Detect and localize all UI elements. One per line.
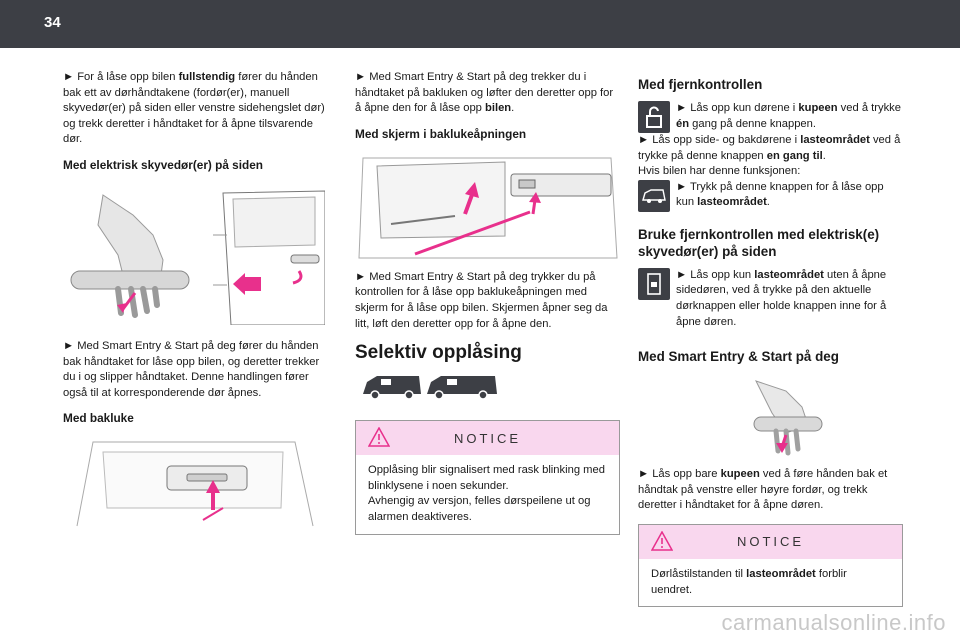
remote-text-3: Hvis bilen har denne funksjonen: [638, 165, 801, 178]
bullet-arrow: ► [676, 268, 688, 281]
notice-header: NOTICE [639, 524, 902, 559]
bold-text: bilen [485, 102, 512, 115]
heading-remote-sliding: Bruke fjernkontrollen med elektrisk(e) s… [638, 226, 880, 259]
heading-remote: Med fjernkontrollen [638, 77, 763, 92]
sliding-text: ► Lås opp kun lasteområdet uten å åpne s… [676, 268, 903, 330]
text: fører du hånden bak ett av dørhåndtakene… [63, 71, 325, 146]
remote-row-1: ► Lås opp kun dørene i kupeen ved å tryk… [638, 101, 903, 133]
text: uten å åpne sidedøren, ved å trykke på d… [676, 268, 887, 328]
text: Lås opp kun dørene i [690, 102, 799, 114]
text: Med Smart Entry & Start på deg fører du … [63, 339, 320, 399]
sliding-door-icon [638, 267, 670, 300]
bullet-arrow: ► [676, 102, 688, 114]
hand-handle-illustration [746, 377, 826, 457]
bold-text: fullstendig [178, 71, 236, 83]
bullet-arrow: ► [355, 270, 367, 283]
notice-box-1: NOTICE Opplåsing blir signalisert med ra… [355, 420, 620, 535]
heading-smart-entry: Med Smart Entry & Start på deg [638, 349, 839, 365]
bold-text: lasteområdet [746, 567, 816, 580]
page-header-bar: 34 [0, 0, 960, 48]
text: Lås opp bare [652, 468, 721, 481]
notice-text: Opplåsing blir signalisert med rask blin… [368, 464, 605, 492]
heading-screen: Med skjerm i baklukeåpningen [355, 126, 527, 141]
text: . [822, 149, 826, 162]
notice-body: Dørlåstilstanden til lasteområdet forbli… [639, 559, 902, 606]
text: . [766, 196, 770, 209]
bold-text: lasteområdet [800, 134, 870, 146]
notice-box-2: NOTICE Dørlåstilstanden til lasteområdet… [638, 523, 903, 608]
remote-text-4: ► Trykk på denne knappen for å låse opp … [676, 180, 903, 211]
tailgate-illustration [63, 438, 325, 531]
text: forblir uendret. [651, 567, 847, 596]
heading-selective-unlocking: Selektiv opplåsing [355, 342, 522, 364]
remote-text-2: ► Lås opp side- og bakdørene i lasteområ… [638, 133, 903, 164]
bold-text: kupeen [720, 468, 760, 481]
paragraph-tailgate-open: ► Med Smart Entry & Start på deg trekker… [355, 70, 620, 117]
van-icons [361, 374, 501, 400]
unlock-icon [638, 101, 670, 133]
warning-icon [368, 427, 390, 447]
heading-tailgate: Med bakluke [63, 411, 134, 426]
text: ved å føre hånden bak et håndtak på vens… [638, 468, 888, 512]
text: . [511, 102, 515, 115]
bullet-arrow: ► [676, 180, 688, 193]
bullet-arrow: ► [638, 134, 650, 146]
site-watermark: carmanualsonline.info [721, 610, 946, 635]
bold-text: en gang til [766, 149, 823, 162]
paragraph-sliding: ► Med Smart Entry & Start på deg fører d… [63, 339, 325, 401]
bullet-arrow: ► [355, 71, 367, 83]
sliding-door-illustration [63, 185, 326, 326]
text: Lås opp side- og bakdørene i [652, 134, 801, 146]
text: Med Smart Entry & Start på deg trykker d… [355, 270, 608, 330]
bullet-arrow: ► [63, 339, 75, 352]
text: Trykk på denne knappen for å låse opp ku… [676, 180, 884, 209]
column-1: ► For å låse opp bilen fullstendig fører… [63, 70, 326, 531]
bold-text: lasteområdet [697, 196, 767, 209]
bold-text: én [676, 117, 690, 130]
column-2: ► Med Smart Entry & Start på deg trekker… [355, 70, 620, 535]
paragraph-screen: ► Med Smart Entry & Start på deg trykker… [355, 270, 620, 332]
notice-header: NOTICE [356, 421, 619, 456]
text: Lås opp kun [690, 268, 755, 281]
paragraph-full-unlock: ► For å låse opp bilen fullstendig fører… [63, 70, 325, 148]
notice-body: Opplåsing blir signalisert med rask blin… [356, 455, 619, 533]
bold-text: kupeen [798, 102, 838, 114]
notice-text: Avhengig av versjon, felles dørspeilene … [368, 495, 591, 523]
text: For å låse opp bilen [77, 71, 179, 83]
text: gang på denne knappen. [689, 117, 816, 130]
van-rear-icon [638, 179, 670, 212]
remote-text-1: ► Lås opp kun dørene i kupeen ved å tryk… [676, 101, 903, 132]
heading-electric-sliding: Med elektrisk skyvedør(er) på siden [63, 157, 263, 172]
remote-row-4: ► Trykk på denne knappen for å låse opp … [638, 179, 903, 212]
text: Med Smart Entry & Start på deg trekker d… [355, 71, 614, 115]
bullet-arrow: ► [638, 468, 650, 481]
page-number: 34 [44, 14, 61, 31]
text: ved å trykke på denne knappen [638, 134, 901, 162]
bold-text: lasteområdet [754, 268, 824, 281]
sliding-row: ► Lås opp kun lasteområdet uten å åpne s… [638, 267, 903, 330]
text: Dørlåstilstanden til [651, 567, 747, 580]
tailgate-screen-illustration [355, 154, 620, 260]
notice-title: NOTICE [453, 430, 522, 446]
bullet-arrow: ► [63, 71, 75, 83]
column-3: Med fjernkontrollen ► Lås opp kun dørene… [638, 76, 903, 608]
smart-entry-text: ► Lås opp bare kupeen ved å føre hånden … [638, 467, 903, 514]
notice-title: NOTICE [736, 534, 805, 550]
text: ved å trykke [837, 102, 901, 114]
warning-icon [651, 530, 673, 551]
